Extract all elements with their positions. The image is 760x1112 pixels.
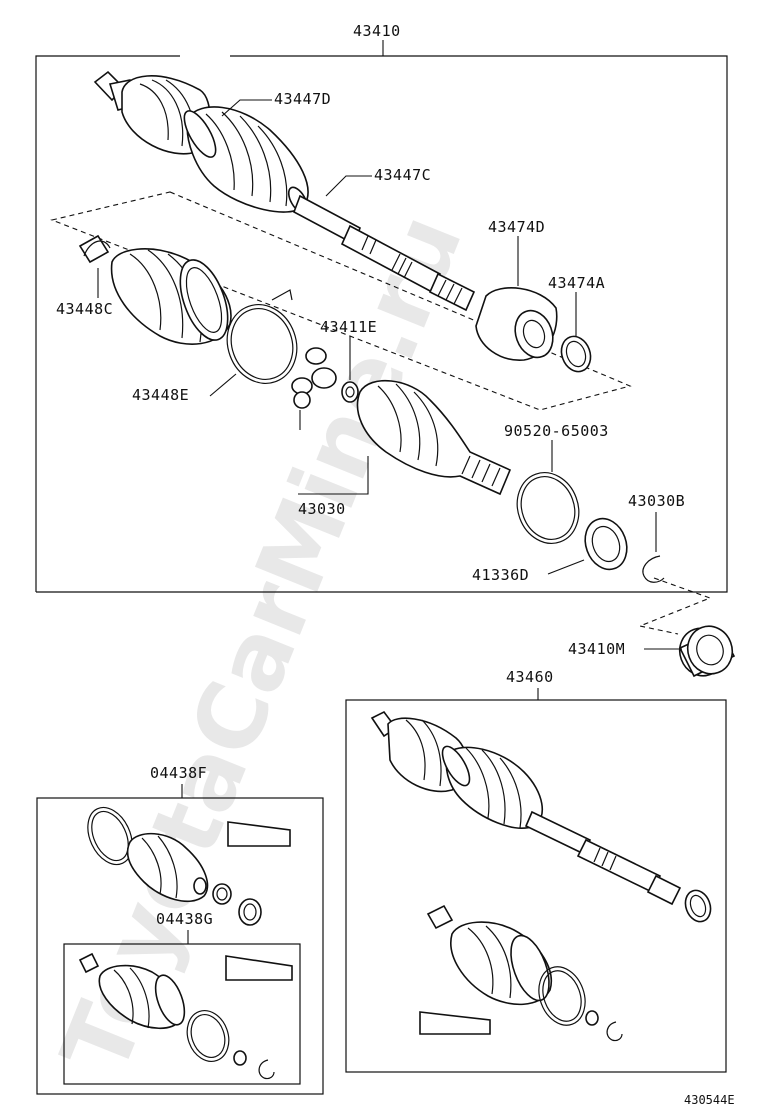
part-43030[interactable] xyxy=(356,379,512,496)
part-tripod[interactable] xyxy=(291,347,337,430)
drive-shaft-lower[interactable] xyxy=(370,710,682,906)
label-43460: 43460 xyxy=(506,668,554,686)
label-43474D: 43474D xyxy=(488,218,545,236)
part-43448C[interactable] xyxy=(78,234,237,346)
label-04438G: 04438G xyxy=(156,910,213,928)
label-90520-65003: 90520-65003 xyxy=(504,422,609,440)
subframe-dashed xyxy=(50,191,632,411)
frame-04438F xyxy=(36,797,324,1095)
label-43410: 43410 xyxy=(353,22,401,40)
drive-shaft-upper[interactable] xyxy=(93,70,476,312)
kit-04438F-parts[interactable] xyxy=(79,800,291,926)
label-43410M: 43410M xyxy=(568,640,625,658)
watermark: ToyotaCarMine.ru xyxy=(41,200,483,1088)
label-41336D: 41336D xyxy=(472,566,529,584)
kit-04438G-parts[interactable] xyxy=(78,952,293,1080)
frame-04438G xyxy=(63,943,301,1085)
label-43474A: 43474A xyxy=(548,274,605,292)
part-43448E[interactable] xyxy=(216,289,307,393)
part-43474A[interactable] xyxy=(557,332,596,375)
part-41336D[interactable] xyxy=(578,513,633,576)
part-43474D[interactable] xyxy=(475,287,559,363)
label-43447D: 43447D xyxy=(274,90,331,108)
part-43410M[interactable] xyxy=(673,620,739,682)
lower-boot-kit[interactable] xyxy=(419,904,623,1042)
part-90520-65003[interactable] xyxy=(507,464,588,552)
diagram-code: 430544E xyxy=(684,1093,735,1107)
frame-43410 xyxy=(35,55,728,593)
part-43030B[interactable] xyxy=(642,555,665,583)
label-43448C: 43448C xyxy=(56,300,113,318)
label-43448E: 43448E xyxy=(132,386,189,404)
label-43030B: 43030B xyxy=(628,492,685,510)
frame-43460 xyxy=(345,699,727,1073)
label-43030: 43030 xyxy=(298,500,346,518)
lower-ring-1[interactable] xyxy=(681,887,714,925)
label-04438F: 04438F xyxy=(150,764,207,782)
label-43411E: 43411E xyxy=(320,318,377,336)
part-43411E[interactable] xyxy=(341,381,359,403)
label-43447C: 43447C xyxy=(374,166,431,184)
